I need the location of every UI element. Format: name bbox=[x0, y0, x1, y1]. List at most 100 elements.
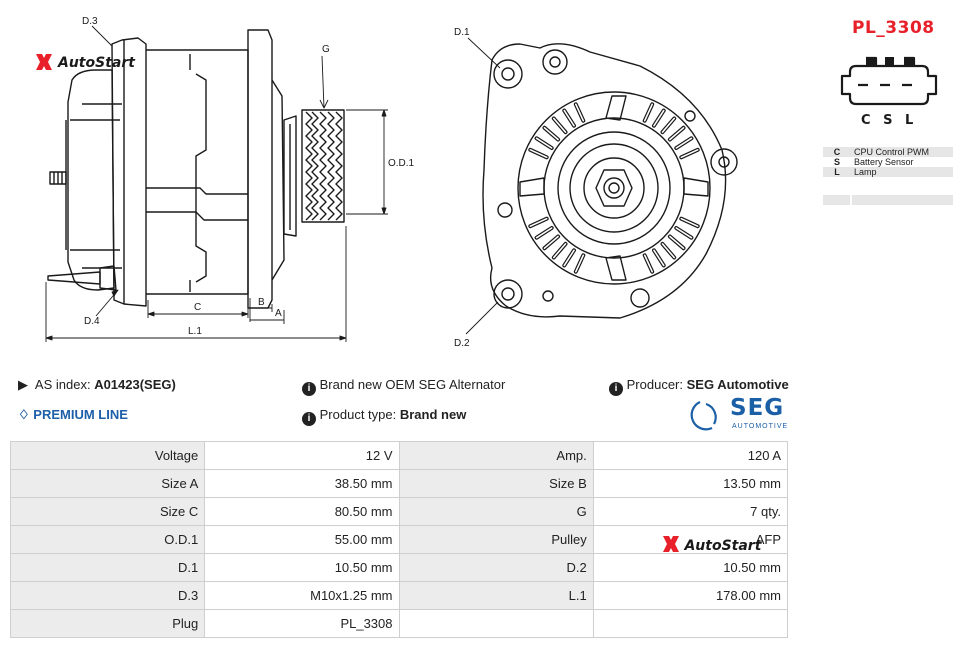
vent-slot-inner bbox=[543, 127, 559, 141]
spec-label: D.1 bbox=[9, 553, 206, 582]
label-c: C bbox=[194, 302, 201, 313]
vent-slot-inner bbox=[563, 249, 575, 267]
pin-desc: Lamp bbox=[851, 167, 953, 177]
spec-value: 12 V bbox=[204, 441, 400, 470]
vent-slot-inner bbox=[535, 227, 553, 239]
vent-slot-inner bbox=[535, 137, 553, 149]
spec-label: Amp. bbox=[398, 441, 594, 470]
vent-slot-inner bbox=[529, 217, 548, 227]
as-index-label: AS index: bbox=[34, 377, 91, 392]
spec-label: L.1 bbox=[398, 581, 594, 610]
pin-desc: CPU Control PWM bbox=[851, 147, 953, 157]
vent-slot-inner bbox=[563, 109, 575, 127]
plug-pin-table: C CPU Control PWM S Battery Sensor L Lam… bbox=[823, 147, 953, 177]
spec-value: 80.50 mm bbox=[204, 497, 400, 526]
vent-slot-inner bbox=[543, 235, 559, 249]
vent-slot-inner bbox=[574, 103, 585, 122]
producer-value: SEG Automotive bbox=[686, 377, 789, 392]
info-icon: i bbox=[609, 382, 623, 396]
pin-code: L bbox=[823, 167, 851, 177]
spec-value: 7 qty. bbox=[592, 497, 789, 526]
autostart-logo-text: AutoStart bbox=[57, 55, 136, 71]
vent-slot-inner bbox=[552, 117, 567, 133]
spec-label: Plug bbox=[9, 609, 206, 638]
pin-code: S bbox=[823, 157, 851, 167]
vent-slot-inner bbox=[653, 249, 665, 267]
label-a: A bbox=[275, 308, 282, 319]
as-index-value: A01423(SEG) bbox=[94, 377, 176, 392]
seg-logo-sub: AUTOMOTIVE bbox=[732, 423, 789, 430]
plug-pin-letters: C S L bbox=[861, 113, 917, 128]
spec-value: 55.00 mm bbox=[204, 525, 400, 554]
label-d1: D.1 bbox=[454, 27, 470, 38]
brand-text: Brand new OEM SEG Alternator bbox=[319, 377, 506, 392]
vent-slots bbox=[528, 102, 700, 274]
vent-slot-inner bbox=[680, 217, 699, 227]
seg-logo-word: SEG bbox=[730, 395, 785, 421]
spec-label: D.3 bbox=[9, 581, 206, 610]
label-d4: D.4 bbox=[84, 316, 100, 327]
plug-title: PL_3308 bbox=[852, 18, 935, 38]
vent-slot-inner bbox=[552, 243, 567, 259]
label-b: B bbox=[258, 297, 265, 308]
vent-slot-inner bbox=[574, 254, 585, 273]
pin-code: C bbox=[823, 147, 851, 157]
vent-slot-inner bbox=[653, 109, 665, 127]
spec-value: M10x1.25 mm bbox=[204, 581, 400, 610]
dimension-lines bbox=[45, 25, 388, 342]
spec-value: PL_3308 bbox=[204, 609, 400, 638]
vent-slot-inner bbox=[661, 243, 676, 259]
spec-label: Size B bbox=[398, 469, 594, 498]
autostart-logo-icon bbox=[663, 536, 679, 552]
product-type-info: i Product type: Brand new bbox=[302, 407, 466, 426]
vent-slot-inner bbox=[669, 235, 685, 249]
seg-automotive-logo: SEG AUTOMOTIVE bbox=[690, 395, 792, 434]
seg-logo-mark-icon bbox=[690, 401, 717, 431]
product-type-label: Product type: bbox=[319, 407, 397, 422]
autostart-logo-watermark: AutoStart bbox=[36, 54, 136, 71]
spec-value: AFP bbox=[592, 525, 789, 554]
label-l1: L.1 bbox=[188, 326, 202, 337]
info-icon: i bbox=[302, 412, 316, 426]
vent-slot-inner bbox=[675, 137, 693, 149]
vent-slot-inner bbox=[529, 149, 548, 159]
autostart-table-watermark: AutoStart bbox=[662, 535, 761, 555]
pin-table-blank-row bbox=[823, 195, 953, 205]
spec-value: 10.50 mm bbox=[592, 553, 789, 582]
pin-row: C CPU Control PWM bbox=[823, 147, 953, 157]
pin-row: S Battery Sensor bbox=[823, 157, 953, 167]
spec-value: 38.50 mm bbox=[204, 469, 400, 498]
vent-slot-inner bbox=[661, 117, 676, 133]
label-d3: D.3 bbox=[82, 16, 98, 27]
spec-label: Size A bbox=[9, 469, 206, 498]
as-index: ▶ AS index: A01423(SEG) bbox=[18, 377, 176, 393]
vent-slot-inner bbox=[643, 254, 654, 273]
spec-value: 13.50 mm bbox=[592, 469, 789, 498]
vent-slot-inner bbox=[643, 103, 654, 122]
alternator-technical-drawing: D.3 G O.D.1 C B A D.4 L.1 D.1 D.2 C S L … bbox=[36, 16, 938, 349]
spec-label: D.2 bbox=[398, 553, 594, 582]
producer-label: Producer: bbox=[626, 377, 683, 392]
spec-value: 10.50 mm bbox=[204, 553, 400, 582]
info-icon: i bbox=[302, 382, 316, 396]
autostart-watermark-text: AutoStart bbox=[684, 538, 762, 554]
tag-icon: ▶ bbox=[18, 377, 28, 392]
label-od1: O.D.1 bbox=[388, 158, 415, 169]
brand-info: i Brand new OEM SEG Alternator bbox=[302, 377, 505, 396]
label-d2: D.2 bbox=[454, 338, 470, 349]
label-g: G bbox=[322, 44, 330, 55]
product-type-value: Brand new bbox=[399, 407, 467, 422]
spec-value: 178.00 mm bbox=[592, 581, 789, 610]
spec-label: Size C bbox=[9, 497, 206, 526]
spec-label: O.D.1 bbox=[9, 525, 206, 554]
premium-line-badge: ♢ PREMIUM LINE bbox=[18, 407, 128, 423]
vent-slot-inner bbox=[669, 127, 685, 141]
